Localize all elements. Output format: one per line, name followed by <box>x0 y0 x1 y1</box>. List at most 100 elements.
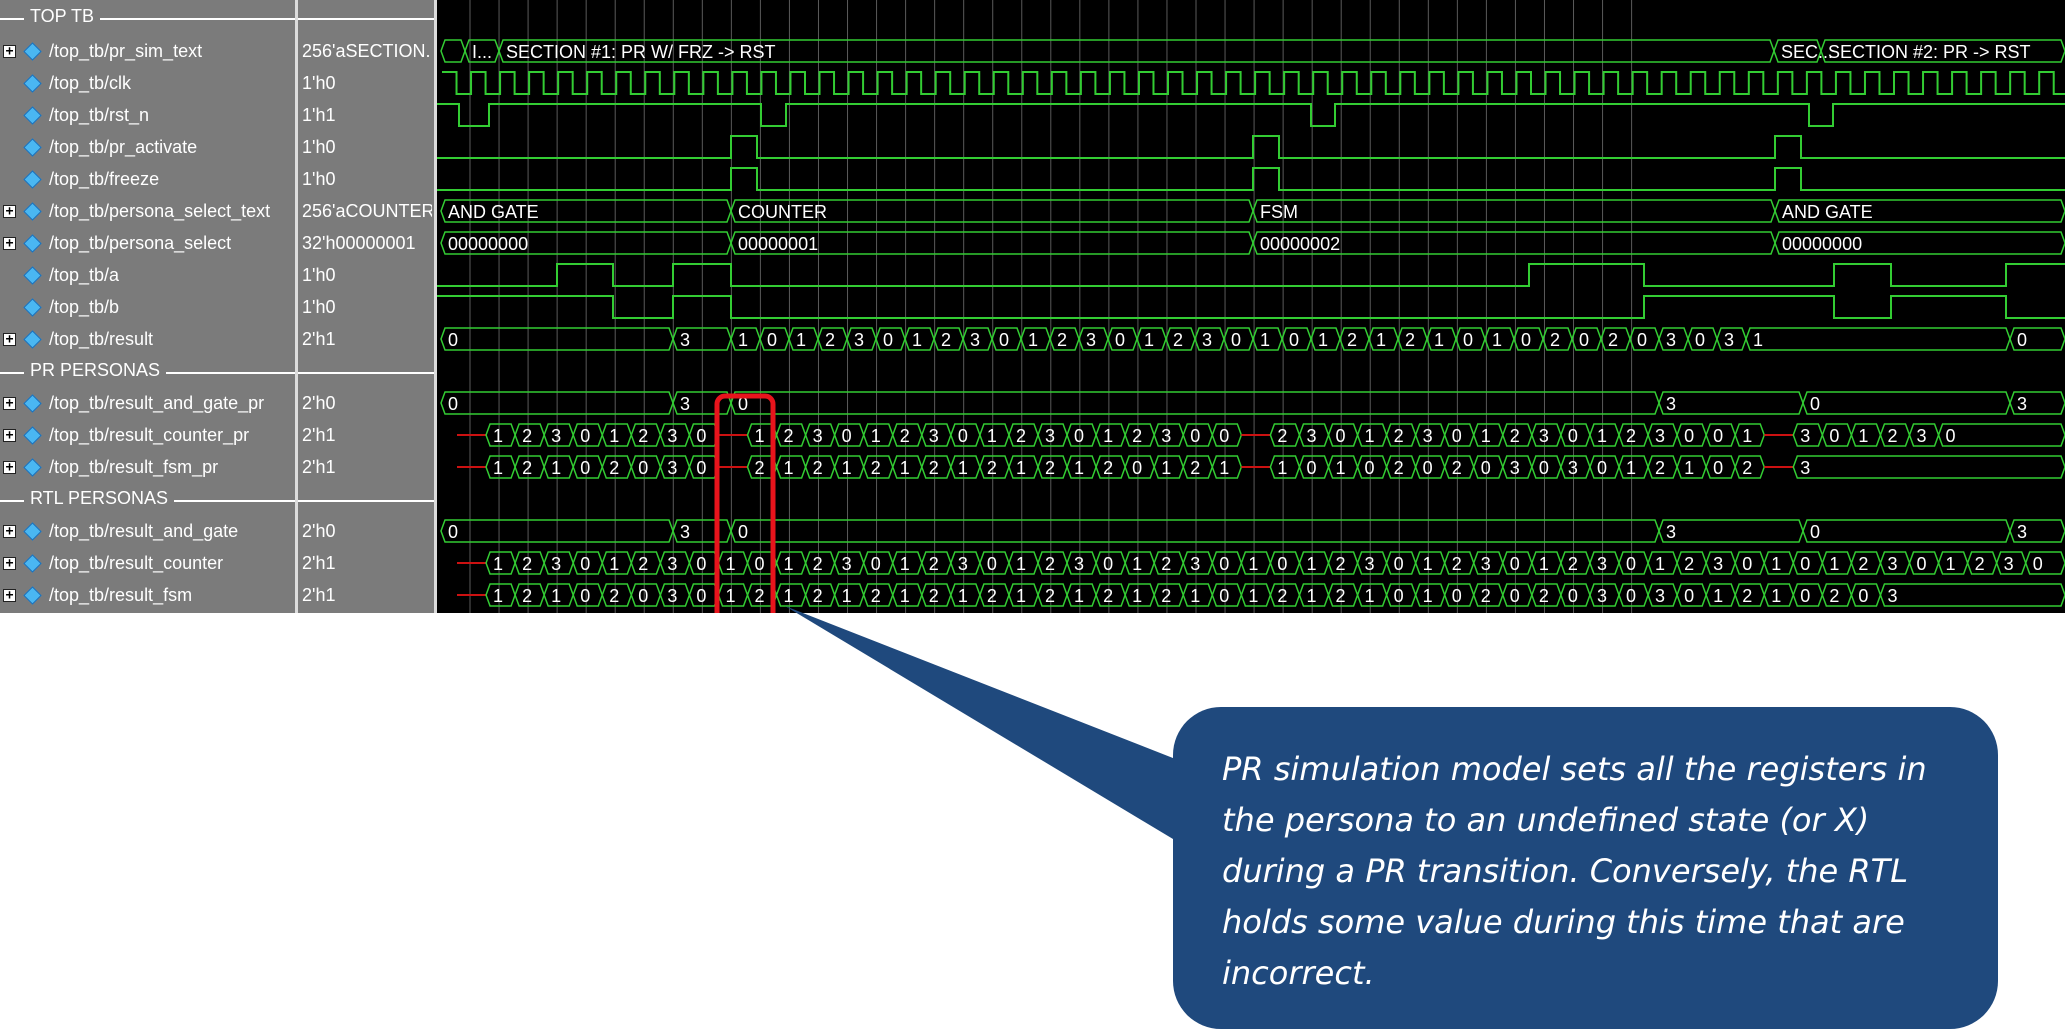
bus-value-label: 0 <box>1289 330 1299 350</box>
bus-value-label: SECTION #2: PR -> RST <box>1828 42 2031 62</box>
expand-icon[interactable]: + <box>3 204 16 218</box>
bus-value-label: 2 <box>929 458 939 478</box>
group-header-pr-personas[interactable]: PR PERSONAS <box>0 360 295 383</box>
signal-row[interactable]: +/top_tb/pr_sim_text <box>0 35 202 67</box>
bus-value-label: 2 <box>1539 586 1549 606</box>
bus-value-label: 3 <box>1655 426 1665 446</box>
bus-value-label: 0 <box>580 426 590 446</box>
bus-value-label: AND GATE <box>1782 202 1873 222</box>
bus-value-label: 1 <box>1103 426 1113 446</box>
bus-value-label: 2 <box>1452 554 1462 574</box>
bus-value-label: 1 <box>1753 330 1763 350</box>
expand-icon[interactable]: + <box>3 236 16 250</box>
bus-value-label: 2 <box>1103 586 1113 606</box>
signal-row[interactable]: /top_tb/a <box>0 259 119 291</box>
bus-value-label: 2 <box>1161 586 1171 606</box>
bus-value-label: 2 <box>638 426 648 446</box>
expand-icon[interactable]: + <box>3 524 16 538</box>
signal-value: 2'h1 <box>302 424 336 445</box>
bus-value-label: 0 <box>1190 426 1200 446</box>
bus-value-label: 0 <box>1695 330 1705 350</box>
group-divider-line <box>0 372 24 374</box>
signal-row[interactable]: +/top_tb/result_counter_pr <box>0 419 249 451</box>
signal-name: /top_tb/result <box>49 328 154 349</box>
bus-value-label: 0 <box>696 426 706 446</box>
bus-value-label: 0 <box>1103 554 1113 574</box>
expand-icon[interactable]: + <box>3 44 16 58</box>
bus-value-label: 1 <box>1190 586 1200 606</box>
signal-row[interactable]: + /top_tb/result <box>0 323 153 355</box>
bus-value-label: 2 <box>1016 426 1026 446</box>
signal-row[interactable]: /top_tb/b <box>0 291 119 323</box>
signal-row[interactable]: /top_tb/pr_activate <box>0 131 197 163</box>
callout-pointer-tail <box>785 606 1178 842</box>
bus-value-label: 3 <box>958 554 968 574</box>
signal-row[interactable]: +/top_tb/result_fsm <box>0 579 192 611</box>
signal-row[interactable]: + /top_tb/result_and_gate <box>0 515 238 547</box>
bus-value-label: 2 <box>1742 586 1752 606</box>
group-header-top-tb[interactable]: TOP TB <box>0 6 295 29</box>
bus-value-label: 1 <box>493 586 503 606</box>
bus-value-label: 2 <box>755 458 765 478</box>
signal-diamond-icon <box>23 169 42 189</box>
bus-value-label: 1 <box>1248 554 1258 574</box>
bus-value-label: 2 <box>1045 554 1055 574</box>
bus-value-label: 3 <box>1666 522 1676 542</box>
bus-value-label: 1 <box>1132 554 1142 574</box>
signal-value: 1'h0 <box>302 168 336 189</box>
signal-row[interactable]: +/top_tb/persona_select <box>0 227 231 259</box>
bus-value-label: 0 <box>1452 426 1462 446</box>
expand-icon[interactable]: + <box>3 556 16 570</box>
bus-value-label: 2 <box>1132 426 1142 446</box>
bus-value-label: 1 <box>551 458 561 478</box>
bus-value-label: 0 <box>1394 586 1404 606</box>
bus-value-label: 0 <box>1074 426 1084 446</box>
expand-icon[interactable]: + <box>3 332 16 346</box>
bus-value-label: 0 <box>738 394 748 414</box>
bus-value-label: 0 <box>1132 458 1142 478</box>
signal-value: 2'h1 <box>302 456 336 477</box>
bus-value-label: 1 <box>493 426 503 446</box>
bus-value-label: 3 <box>813 426 823 446</box>
signal-row[interactable]: +/top_tb/persona_select_text <box>0 195 270 227</box>
bus-value-label: 1 <box>609 426 619 446</box>
expand-icon[interactable]: + <box>3 396 16 410</box>
pane-splitter[interactable] <box>295 0 298 613</box>
group-header-rtl-personas[interactable]: RTL PERSONAS <box>0 488 295 511</box>
signal-diamond-icon <box>23 201 42 221</box>
group-label: TOP TB <box>30 6 95 26</box>
bus-value-label: 0 <box>1829 426 1839 446</box>
bus-value-label: 0 <box>2017 330 2027 350</box>
signal-row[interactable]: /top_tb/clk <box>0 67 131 99</box>
pane-splitter[interactable] <box>434 0 437 613</box>
bus-value-label: 0 <box>871 554 881 574</box>
signal-value: 2'h1 <box>302 552 336 573</box>
bus-value-label: 2 <box>1277 586 1287 606</box>
signal-name: /top_tb/result_and_gate <box>49 520 239 541</box>
signal-row[interactable]: /top_tb/rst_n <box>0 99 149 131</box>
bus-value-label: 3 <box>1568 458 1578 478</box>
signal-diamond-icon <box>23 521 42 541</box>
bus-value-label: 3 <box>1887 586 1897 606</box>
bus-value-label: 1 <box>1306 554 1316 574</box>
signal-value: 2'h1 <box>302 584 336 605</box>
expand-icon[interactable]: + <box>3 588 16 602</box>
signal-row[interactable]: +/top_tb/result_counter <box>0 547 223 579</box>
signal-row[interactable]: +/top_tb/result_and_gate_pr <box>0 387 264 419</box>
signal-value: 1'h1 <box>302 104 336 125</box>
bus-value-label: 1 <box>1771 554 1781 574</box>
bus-value-label: 1 <box>1365 426 1375 446</box>
signal-row[interactable]: +/top_tb/result_fsm_pr <box>0 451 218 483</box>
bus-value-label: 3 <box>667 458 677 478</box>
freeze-wave <box>437 167 2065 191</box>
expand-icon[interactable]: + <box>3 428 16 442</box>
signal-row[interactable]: /top_tb/freeze <box>0 163 159 195</box>
group-divider-line <box>0 18 24 20</box>
expand-icon[interactable]: + <box>3 460 16 474</box>
b-wave <box>437 295 2065 319</box>
